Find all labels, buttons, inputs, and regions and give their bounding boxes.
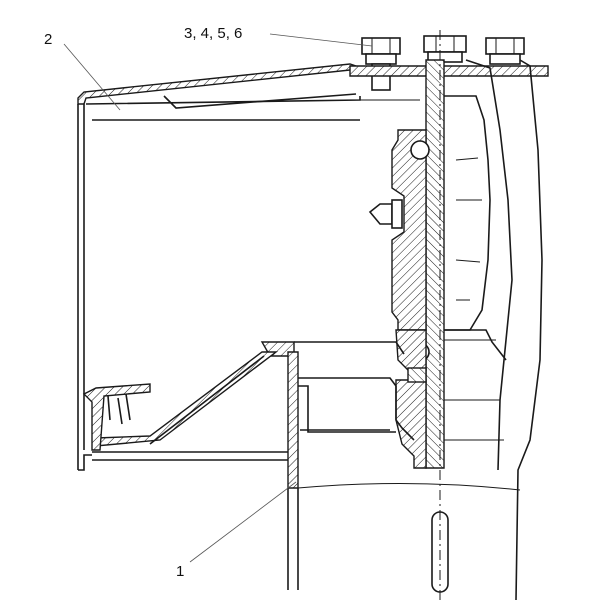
leader-line-fasteners <box>269 33 373 47</box>
motor-body <box>444 59 543 601</box>
leader-line-housing <box>189 481 297 563</box>
fastener-group <box>349 35 549 91</box>
callout-fasteners: 3, 4, 5, 6 <box>184 25 242 42</box>
callout-cover: 2 <box>44 31 52 48</box>
shaft <box>425 30 445 600</box>
bearing-housing <box>368 129 430 469</box>
leader-line-cover <box>63 43 121 111</box>
leader-lines <box>63 33 373 563</box>
housing-part <box>82 341 521 593</box>
cover-part <box>77 63 420 471</box>
callout-housing: 1 <box>176 563 184 580</box>
